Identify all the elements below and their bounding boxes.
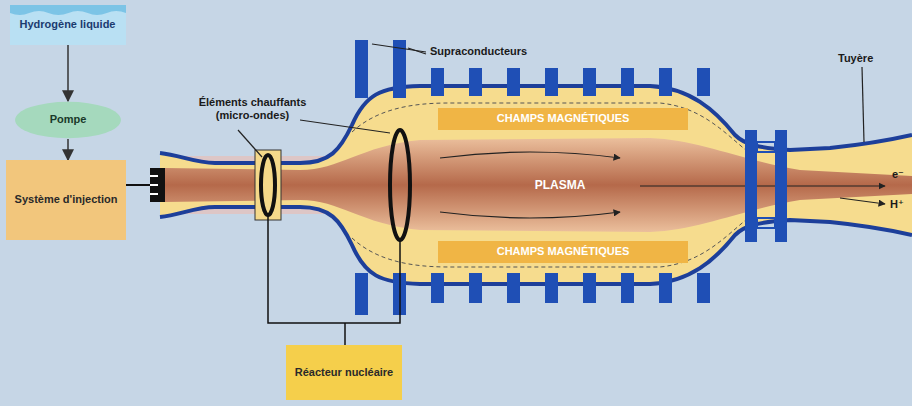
node-text: Système d'injection <box>9 193 124 206</box>
flow-arrow <box>67 45 69 101</box>
superconductor-coils <box>355 40 710 315</box>
heating-element <box>255 130 410 240</box>
plasma-column <box>165 138 912 232</box>
nozzle-coil <box>745 130 787 242</box>
particle-label: e⁻ <box>892 168 908 181</box>
callout-label: Tuyère <box>838 52 898 65</box>
callout-label: Éléments chauffants (micro-ondes) <box>190 96 315 122</box>
node-text: Réacteur nucléaire <box>289 366 399 379</box>
pump-ellipse: Pompe <box>14 101 122 139</box>
field-band: CHAMPS MAGNÉTIQUES <box>438 241 688 263</box>
node-text: CHAMPS MAGNÉTIQUES <box>491 245 636 258</box>
injection-box: Système d'injection <box>6 160 126 240</box>
flow-arrow <box>67 139 69 160</box>
node-text: Pompe <box>44 113 93 126</box>
injector <box>122 168 165 202</box>
field-band: CHAMPS MAGNÉTIQUES <box>438 108 688 130</box>
node-text: Hydrogène liquide <box>14 18 122 31</box>
reactor-box: Réacteur nucléaire <box>286 345 402 400</box>
plasma-label: PLASMA <box>520 178 600 192</box>
callout-label: Supraconducteurs <box>430 45 540 58</box>
power-wires <box>268 216 400 345</box>
node-text: CHAMPS MAGNÉTIQUES <box>491 112 636 125</box>
field-envelope <box>352 218 748 267</box>
leader-lines <box>238 44 864 157</box>
tank-box: Hydrogène liquide <box>10 5 126 45</box>
plasma-flow-arrows <box>440 152 885 218</box>
field-envelope <box>352 103 748 152</box>
particle-label: H⁺ <box>890 198 910 211</box>
engine-body-fill <box>160 86 912 284</box>
